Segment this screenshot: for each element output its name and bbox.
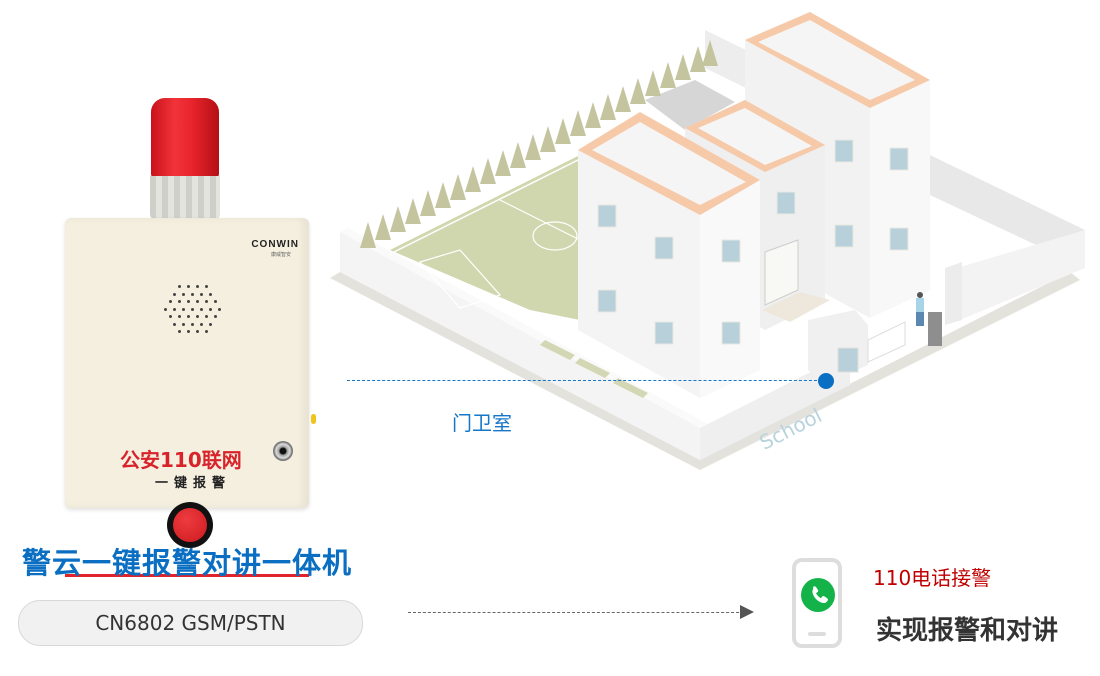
speaker-hole (173, 322, 176, 326)
speaker-hole (200, 292, 203, 296)
front-left-wall (340, 232, 700, 460)
speaker-hole (213, 315, 217, 318)
product-title: 警云一键报警对讲一体机 (22, 546, 353, 580)
speaker-hole (182, 292, 185, 296)
speaker-hole (173, 307, 176, 311)
right-wall (950, 230, 1085, 320)
result-text: 实现报警和对讲 (876, 616, 1059, 646)
speaker-hole (195, 330, 199, 333)
key-lock-icon (273, 441, 293, 461)
speaker-hole (168, 315, 172, 318)
tall-building-roof (758, 20, 915, 100)
brand-logo-sub: 康威智安 (270, 252, 291, 258)
middle-building-roof (698, 108, 812, 165)
speaker-hole (186, 330, 190, 333)
entrance-door (764, 239, 799, 306)
back-wall (705, 30, 750, 90)
panel-title: 公安110联网 (120, 448, 242, 472)
speaker-hole (200, 307, 203, 311)
guard-house-window (837, 347, 859, 373)
speaker-hole (204, 300, 208, 303)
arrow-right-icon (740, 605, 754, 619)
windows (597, 139, 909, 345)
speaker-hole (186, 285, 190, 288)
speaker-hole (177, 300, 181, 303)
guard-room-label: 门卫室 (452, 411, 512, 435)
home-bar (808, 632, 826, 636)
device-panel: CONWIN 康威智安 公安110联网 一键报警 ✣ (65, 218, 316, 577)
speaker-hole (168, 300, 172, 303)
model-label: CN6802 GSM/PSTN (95, 611, 286, 635)
flow-arrow-line (408, 612, 744, 613)
speaker-hole (209, 292, 212, 296)
speaker-hole (177, 330, 181, 333)
speaker-hole (173, 292, 176, 296)
back-right-wall (930, 155, 1085, 268)
speaker-hole (195, 285, 199, 288)
emergency-button (167, 502, 213, 548)
guard-room-pointer-line (347, 380, 822, 381)
red-stripe (65, 574, 309, 577)
entrance-steps (762, 292, 830, 322)
brand-logo: CONWIN (251, 239, 299, 250)
speaker-hole (218, 307, 221, 311)
call-receive-text: 110电话接警 (873, 566, 992, 590)
panel-subtitle: 一键报警 (155, 476, 232, 491)
speaker-grille-icon (160, 285, 222, 337)
beacon-base (150, 176, 220, 220)
person-figure (916, 292, 924, 326)
microphone-icon: ✣ (186, 561, 193, 570)
barrier-gate (867, 321, 906, 363)
speaker-hole (191, 322, 194, 326)
side-button (311, 414, 316, 424)
speaker-hole (177, 285, 181, 288)
speaker-hole (195, 300, 199, 303)
speaker-hole (182, 307, 185, 311)
barrier-machine (928, 312, 942, 346)
speaker-hole (195, 315, 199, 318)
soccer-field (390, 130, 630, 320)
speaker-hole (204, 330, 208, 333)
warning-beacon-light (151, 98, 219, 178)
basketball-court (645, 80, 735, 130)
alarm-device: CONWIN 康威智安 公安110联网 一键报警 ✣ (60, 90, 320, 577)
tall-building-side (870, 80, 930, 318)
speaker-hole (191, 292, 194, 296)
speaker-hole (200, 322, 203, 326)
speaker-hole (213, 300, 217, 303)
wall-top (340, 228, 708, 428)
speaker-hole (204, 315, 208, 318)
benches (540, 340, 648, 398)
speaker-hole (191, 307, 194, 311)
speaker-hole (186, 300, 190, 303)
speaker-hole (164, 307, 167, 311)
speaker-hole (182, 322, 185, 326)
phone-call-icon (801, 578, 835, 612)
front-building-roof (592, 122, 746, 205)
speaker-hole (204, 285, 208, 288)
gate-pillar (945, 262, 962, 325)
speaker-hole (209, 322, 212, 326)
tree-row (360, 40, 718, 248)
front-building-side (700, 180, 760, 398)
speaker-hole (186, 315, 190, 318)
mobile-phone-icon (792, 558, 842, 648)
guard-room-marker (818, 373, 834, 389)
model-badge: CN6802 GSM/PSTN (18, 600, 363, 646)
speaker-hole (177, 315, 181, 318)
school-illustration: School (330, 12, 1085, 470)
front-right-wall (700, 352, 850, 460)
speaker-hole (209, 307, 212, 311)
